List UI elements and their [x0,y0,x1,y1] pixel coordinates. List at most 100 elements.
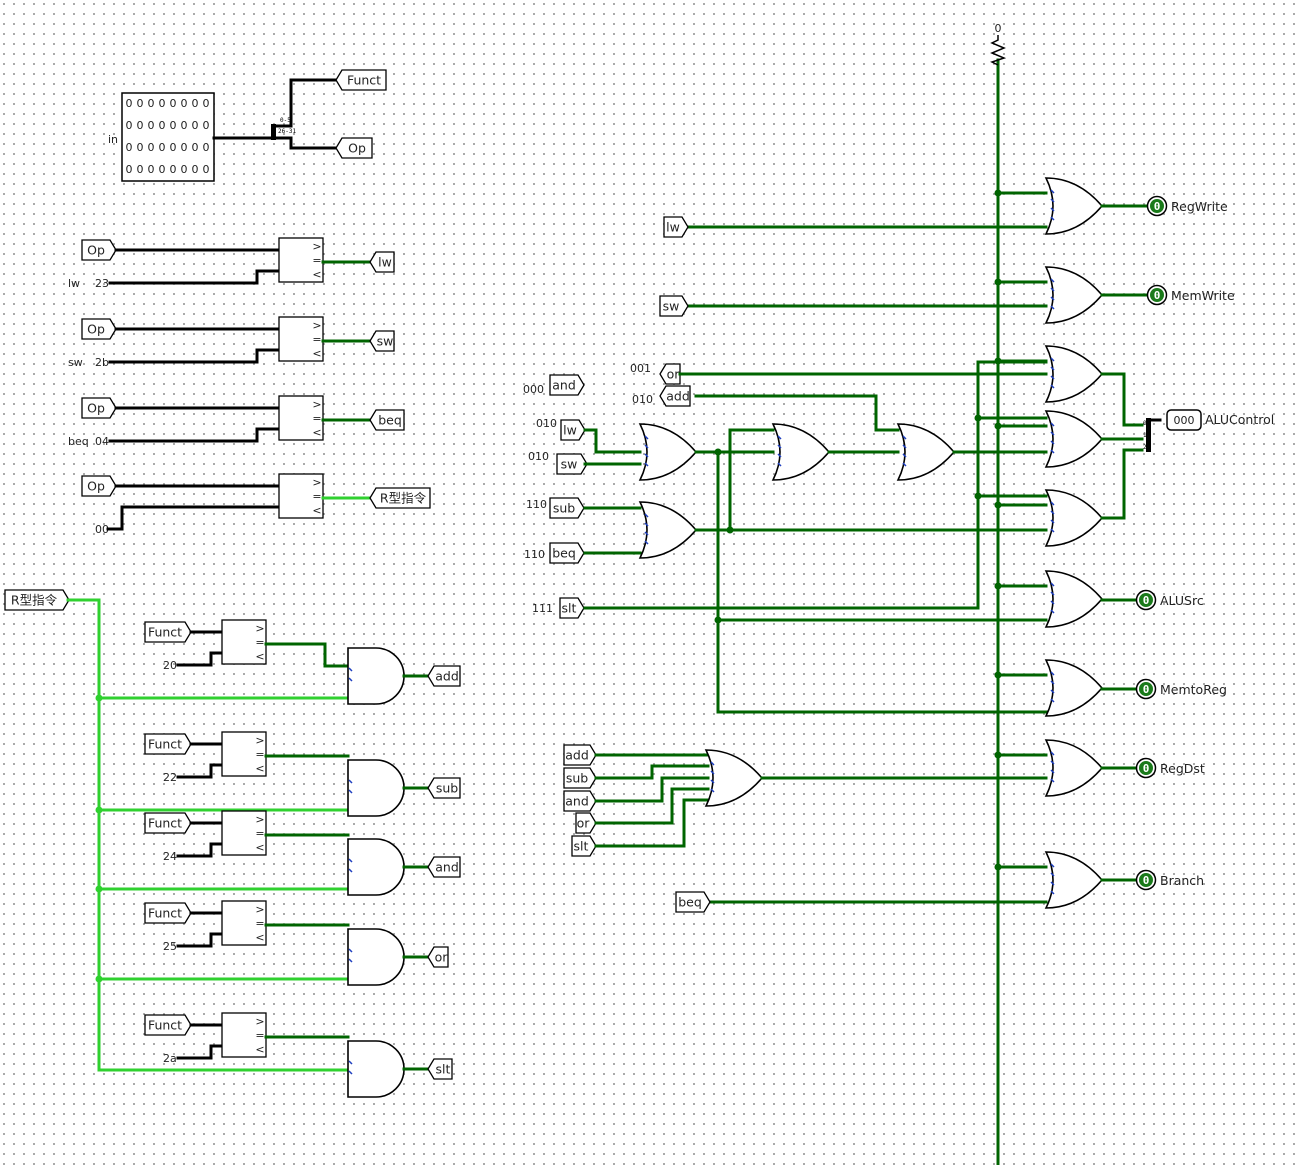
or-gate-out-0[interactable] [1044,177,1104,235]
tunnel-and[interactable]: and [549,374,585,396]
tunnel-funct[interactable]: Funct [144,733,192,755]
tunnel-slt[interactable]: slt [559,597,585,619]
and-gate-slt[interactable] [347,1040,405,1098]
or-gate-alu-b[interactable] [638,501,698,559]
or-gate-alu-a[interactable] [638,423,698,481]
led-value: 0 [1143,762,1150,775]
input-pin [777,444,782,449]
or-gate-out-7[interactable] [1044,739,1104,797]
or-gate-out-4[interactable] [1044,489,1104,547]
tunnel-or[interactable]: or [427,946,449,968]
pin-bit: 0 [170,119,177,132]
tunnel-sub[interactable]: sub [563,767,597,789]
tunnel-label: Funct [148,906,182,921]
compare-gt: > [255,903,264,916]
and-gate-and[interactable] [347,838,405,896]
or-gate-body [638,501,698,559]
tunnel-op[interactable]: Op [81,239,117,261]
tunnel-shape [427,777,461,799]
tunnel-slt[interactable]: slt [427,1058,453,1080]
tunnel-funct[interactable]: Funct [144,812,192,834]
pin-bit: 0 [126,141,133,154]
tunnel-beq[interactable]: beq [549,542,585,564]
tunnel-beq[interactable]: beq [369,409,405,431]
compare-lt: < [312,347,321,360]
tunnel-add[interactable]: add [659,385,691,407]
splitter[interactable] [271,124,276,140]
or-gate-out-3[interactable] [1044,410,1104,468]
pin-bit: 0 [170,141,177,154]
tunnel-funct[interactable]: Funct [335,69,387,91]
or-gate-alu-d[interactable] [896,423,956,481]
bus-wire [106,505,281,531]
funct-comparator[interactable]: >=< [221,619,267,665]
or-gate-alu-c[interactable] [771,423,831,481]
tunnel-op[interactable]: Op [81,397,117,419]
tunnel-rtype[interactable]: R型指令 [369,487,431,509]
and-gate-add[interactable] [347,647,405,705]
tunnel-label: slt [562,601,577,616]
op-comparator[interactable]: >=< [278,473,324,519]
op-comparator[interactable]: >=< [278,316,324,362]
comparator-body [278,316,324,362]
funct-comparator[interactable]: >=< [221,1012,267,1058]
or-gate-out-8[interactable] [1044,851,1104,909]
tunnel-funct[interactable]: Funct [144,621,192,643]
tunnel-add[interactable]: add [427,665,461,687]
input-pin [710,779,715,784]
op-comparator[interactable]: >=< [278,237,324,283]
funct-comparator[interactable]: >=< [221,810,267,856]
tunnel-sw[interactable]: sw [556,453,588,475]
wire-junction [994,501,1002,509]
tunnel-add[interactable]: add [563,744,597,766]
tunnel-lw[interactable]: lw [560,419,586,441]
input-pin [902,453,907,458]
tunnel-sub[interactable]: sub [427,777,461,799]
decoder-constant: 20 [163,659,177,672]
tunnel-sub[interactable]: sub [549,497,585,519]
or-gate-out-6[interactable] [1044,659,1104,717]
wire [594,764,710,780]
or-gate-out-5[interactable] [1044,570,1104,628]
tunnel-or[interactable]: or [575,812,597,834]
tunnel-slt[interactable]: slt [571,835,597,857]
tunnel-or[interactable]: or [659,363,681,385]
or-gate-out-2[interactable] [1044,345,1104,403]
compare-gt: > [255,1015,264,1028]
tunnel-op[interactable]: Op [81,318,117,340]
tunnel-lw[interactable]: lw [369,251,395,273]
or-gate-out-1[interactable] [1044,266,1104,324]
tunnel-and[interactable]: and [427,856,461,878]
output-led-regdst[interactable]: 0 RegDst [1135,757,1205,779]
and-gate-sub[interactable] [347,759,405,817]
tunnel-rtype[interactable]: R型指令 [4,589,70,611]
input-pin [644,453,649,458]
tunnel-and[interactable]: and [563,790,597,812]
funct-comparator[interactable]: >=< [221,900,267,946]
output-label: RegDst [1160,761,1205,776]
compare-lt: < [312,268,321,281]
tunnel-sw[interactable]: sw [659,295,689,317]
tunnel-op[interactable]: Op [335,137,373,159]
or-gate-body [1044,659,1104,717]
tunnel-op[interactable]: Op [81,475,117,497]
or-gate-rtype[interactable] [704,749,764,807]
comparator-body [221,1012,267,1058]
and-gate-or[interactable] [347,928,405,986]
op-comparator[interactable]: >=< [278,395,324,441]
tunnel-lw[interactable]: lw [663,216,689,238]
tunnel-funct[interactable]: Funct [144,902,192,924]
tunnel-beq[interactable]: beq [675,891,711,913]
led-value: 0 [1143,594,1150,607]
alu-splitter[interactable] [1146,418,1151,452]
funct-comparator[interactable]: >=< [221,731,267,777]
tunnel-funct[interactable]: Funct [144,1014,192,1036]
tunnel-sw[interactable]: sw [369,330,395,352]
